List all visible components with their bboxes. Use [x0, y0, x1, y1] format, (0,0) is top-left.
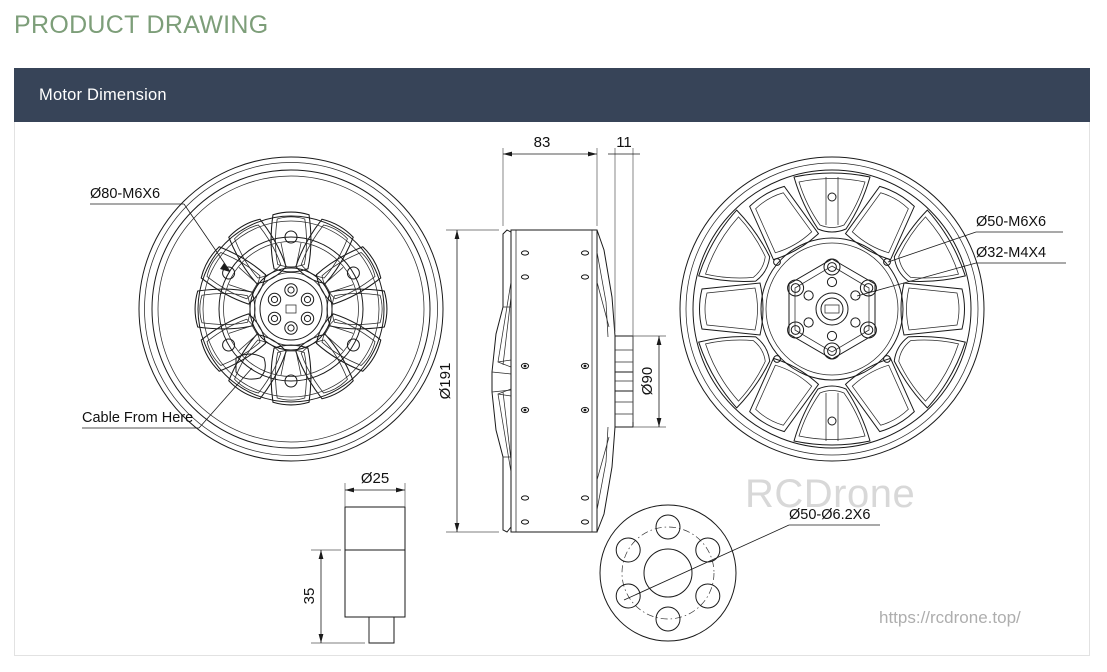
drawing-panel [14, 68, 1090, 656]
dim-191: Ø191 [437, 229, 499, 533]
label-bolt-32: Ø32-M4X4 [856, 245, 1066, 297]
section-view: 83 11 Ø191 Ø90 [437, 134, 666, 533]
dim-90-text: Ø90 [639, 367, 656, 395]
rear-view: Ø50-M6X6 Ø32-M4X4 [679, 156, 1066, 462]
dim-25: Ø25 [344, 470, 406, 507]
panel-header: Motor Dimension [14, 68, 1090, 122]
label-bolt-50-text: Ø50-M6X6 [976, 214, 1046, 230]
page-title: PRODUCT DRAWING [14, 11, 269, 39]
label-bolt-80-text: Ø80-M6X6 [90, 186, 160, 202]
dim-35-text: 35 [301, 588, 318, 605]
section-holes-left [520, 250, 530, 525]
label-bolt-80: Ø80-M6X6 [90, 186, 231, 272]
dim-25-text: Ø25 [361, 470, 389, 487]
front-bolt-circle [222, 230, 360, 388]
dim-35: 35 [301, 549, 365, 644]
section-holes-right [580, 250, 590, 525]
rear-hub-hex [788, 258, 876, 360]
rear-bolt-circle-50 [787, 258, 877, 360]
rear-spokes [698, 172, 966, 446]
dim-90: Ø90 [633, 335, 666, 428]
front-view: Ø80-M6X6 Cable From Here [82, 156, 444, 462]
label-flange-holes: Ø50-Ø6.2X6 [623, 507, 880, 601]
dim-11: 11 [608, 134, 640, 422]
section-boss [614, 335, 634, 428]
dim-83-text: 83 [534, 134, 551, 151]
front-center-bolts [267, 283, 315, 335]
flange-bolt-holes [615, 514, 721, 632]
front-hub-arms [228, 242, 354, 376]
shaft-view: Ø25 35 [301, 470, 406, 644]
flange-view: Ø50-Ø6.2X6 [599, 504, 880, 642]
dim-11-text: 11 [616, 134, 632, 151]
label-bolt-50: Ø50-M6X6 [887, 214, 1063, 263]
label-cable: Cable From Here [82, 367, 253, 429]
label-cable-text: Cable From Here [82, 410, 193, 426]
dim-191-text: Ø191 [437, 363, 454, 400]
technical-drawing-svg: Ø80-M6X6 Cable From Here [82, 134, 1066, 644]
rear-bolt-circle-32 [803, 276, 861, 342]
technical-drawing-canvas: Ø80-M6X6 Cable From Here [14, 122, 1090, 656]
panel-header-label: Motor Dimension [39, 85, 167, 104]
label-flange-holes-text: Ø50-Ø6.2X6 [789, 507, 870, 523]
dim-83: 83 [502, 134, 598, 226]
label-bolt-32-text: Ø32-M4X4 [976, 245, 1046, 261]
rear-windows [699, 185, 965, 433]
